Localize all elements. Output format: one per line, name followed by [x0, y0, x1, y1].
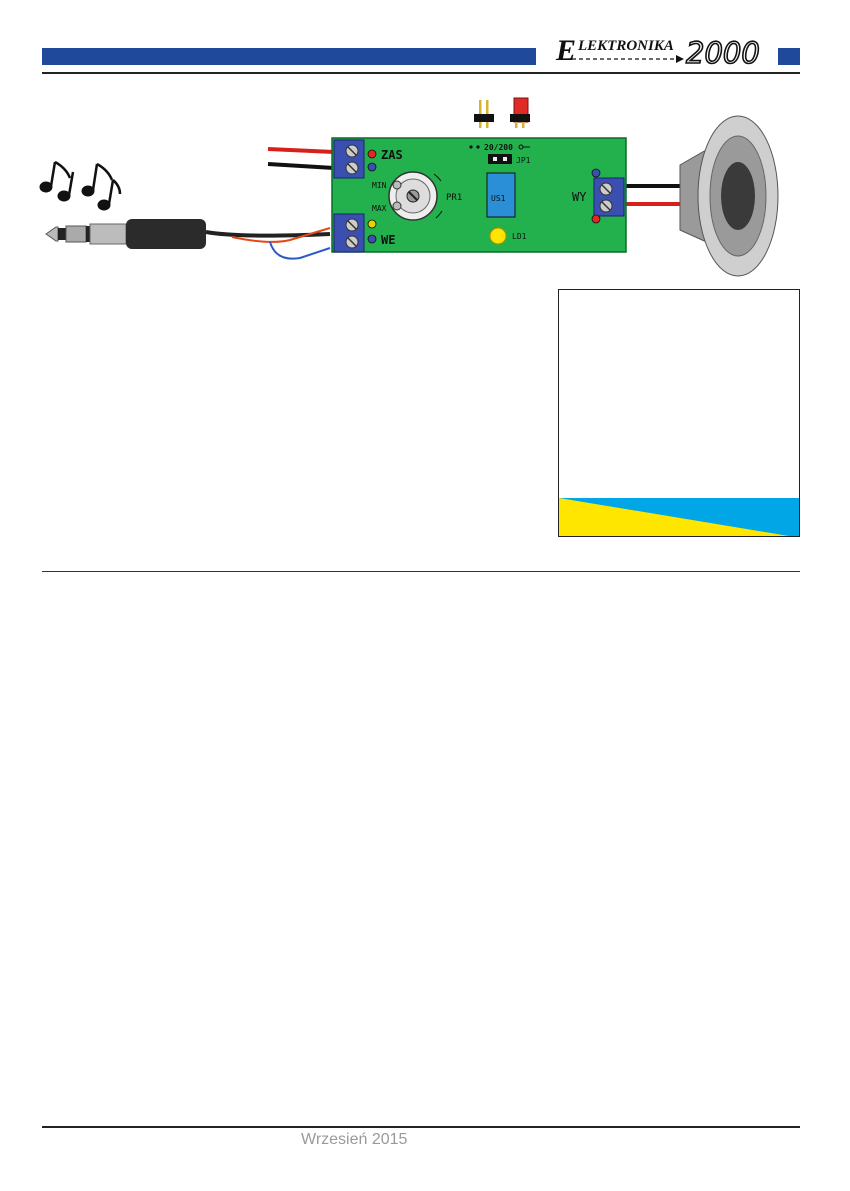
polarity-markers [367, 149, 601, 244]
terminal-block-power [333, 139, 365, 179]
output-label: WY [572, 190, 587, 204]
power-label: ZAS [381, 148, 403, 162]
pot-label: PR1 [446, 193, 462, 203]
led-label: LD1 [512, 232, 527, 241]
potentiometer [388, 171, 443, 221]
side-box [558, 289, 800, 537]
svg-text:E: E [555, 34, 576, 67]
header-bar [42, 48, 536, 65]
footer-date: Wrzesień 2015 [301, 1131, 408, 1148]
jumper-setting-label: 20/200 [484, 143, 513, 152]
terminal-block-input [333, 213, 365, 253]
led-indicator [489, 227, 507, 245]
circuit-illustration: ZAS WE WY MIN MAX PR1 20/200 JP1 US1 LD1 [39, 97, 779, 277]
ic-label: US1 [491, 194, 506, 203]
section-divider [42, 571, 800, 572]
terminal-block-output [593, 177, 625, 217]
jumper-label: JP1 [516, 156, 531, 165]
color-stripe [559, 498, 799, 536]
jumper-pins-icon [474, 100, 494, 128]
brand-logo: E LEKTRONIKA 2000 [555, 34, 761, 70]
input-label: WE [381, 233, 395, 247]
jumper-header [488, 154, 512, 164]
music-notes-icon [39, 160, 122, 211]
loudspeaker-icon [679, 115, 779, 277]
jumper-cap-icon [510, 97, 530, 128]
svg-text:2000: 2000 [686, 36, 760, 70]
pot-max-label: MAX [372, 204, 387, 213]
pcb-board [331, 137, 627, 253]
ic-chip [486, 172, 516, 218]
header-rule [42, 72, 800, 74]
key-icon [518, 144, 530, 150]
svg-text:LEKTRONIKA: LEKTRONIKA [577, 38, 674, 54]
pot-min-label: MIN [372, 181, 387, 190]
header-corner-block [778, 48, 800, 65]
audio-jack-plug-icon [45, 219, 331, 260]
footer-rule [42, 1126, 800, 1128]
